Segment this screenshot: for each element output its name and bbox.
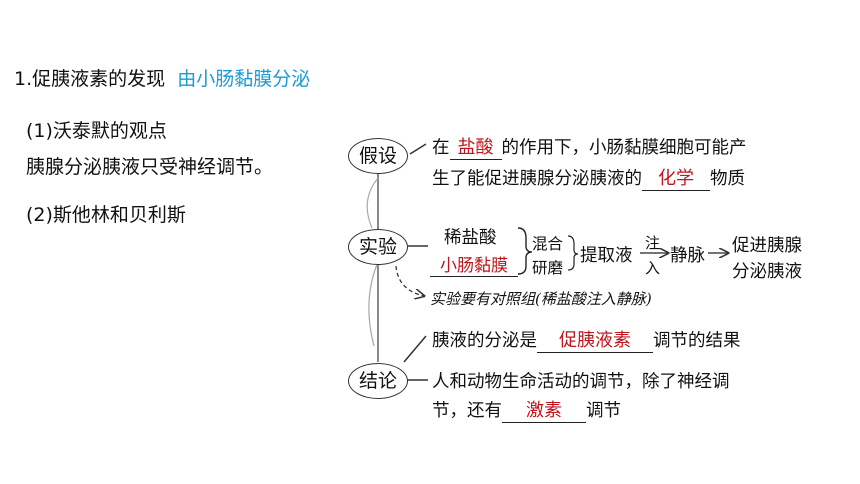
answer-chemical: 化学 [642, 164, 710, 191]
heading-answer: 由小肠黏膜分泌 [177, 68, 311, 90]
conclusion-line-3: 节，还有激素调节 [432, 396, 621, 423]
conclusion-line-2: 人和动物生命活动的调节，除了神经调 [432, 372, 730, 392]
item-1-text: 胰腺分泌胰液只受神经调节。 [26, 156, 274, 178]
brace [517, 227, 533, 275]
answer-small-intestine-mucosa: 小肠黏膜 [430, 251, 518, 277]
answer-secretin: 促胰液素 [537, 326, 653, 353]
item-2-title: (2)斯他林和贝利斯 [26, 204, 186, 226]
heading-text: 1.促胰液素的发现 [14, 68, 166, 90]
reagent-label: 稀盐酸 [444, 228, 497, 248]
item-1-title: (1)沃泰默的观点 [26, 120, 167, 142]
inject-top-label: 注 [645, 234, 661, 252]
hypothesis-line-2: 生了能促进胰腺分泌胰液的化学物质 [432, 164, 745, 191]
answer-hormone: 激素 [502, 396, 586, 423]
section-heading: 1.促胰液素的发现 由小肠黏膜分泌 [14, 64, 310, 91]
control-group-note: 实验要有对照组(稀盐酸注入静脉) [430, 290, 652, 308]
node-experiment: 实验 [348, 229, 408, 265]
inject-bottom-label: 入 [645, 259, 661, 277]
result-line-2: 分泌胰液 [732, 262, 802, 282]
extract-label: 提取液 [580, 246, 633, 266]
result-line-1: 促进胰腺 [732, 236, 802, 256]
control-arrow [395, 265, 424, 296]
node-hypothesis: 假设 [348, 138, 408, 174]
answer-hydrochloric-acid: 盐酸 [449, 133, 502, 160]
hypothesis-line-1: 在盐酸的作用下，小肠黏膜细胞可能产 [432, 133, 747, 160]
node-conclusion: 结论 [348, 363, 408, 399]
grind-label: 研磨 [532, 259, 564, 277]
mix-label: 混合 [532, 235, 564, 253]
vein-label: 静脉 [670, 246, 705, 266]
conclusion-line-1: 胰液的分泌是促胰液素调节的结果 [432, 326, 741, 353]
